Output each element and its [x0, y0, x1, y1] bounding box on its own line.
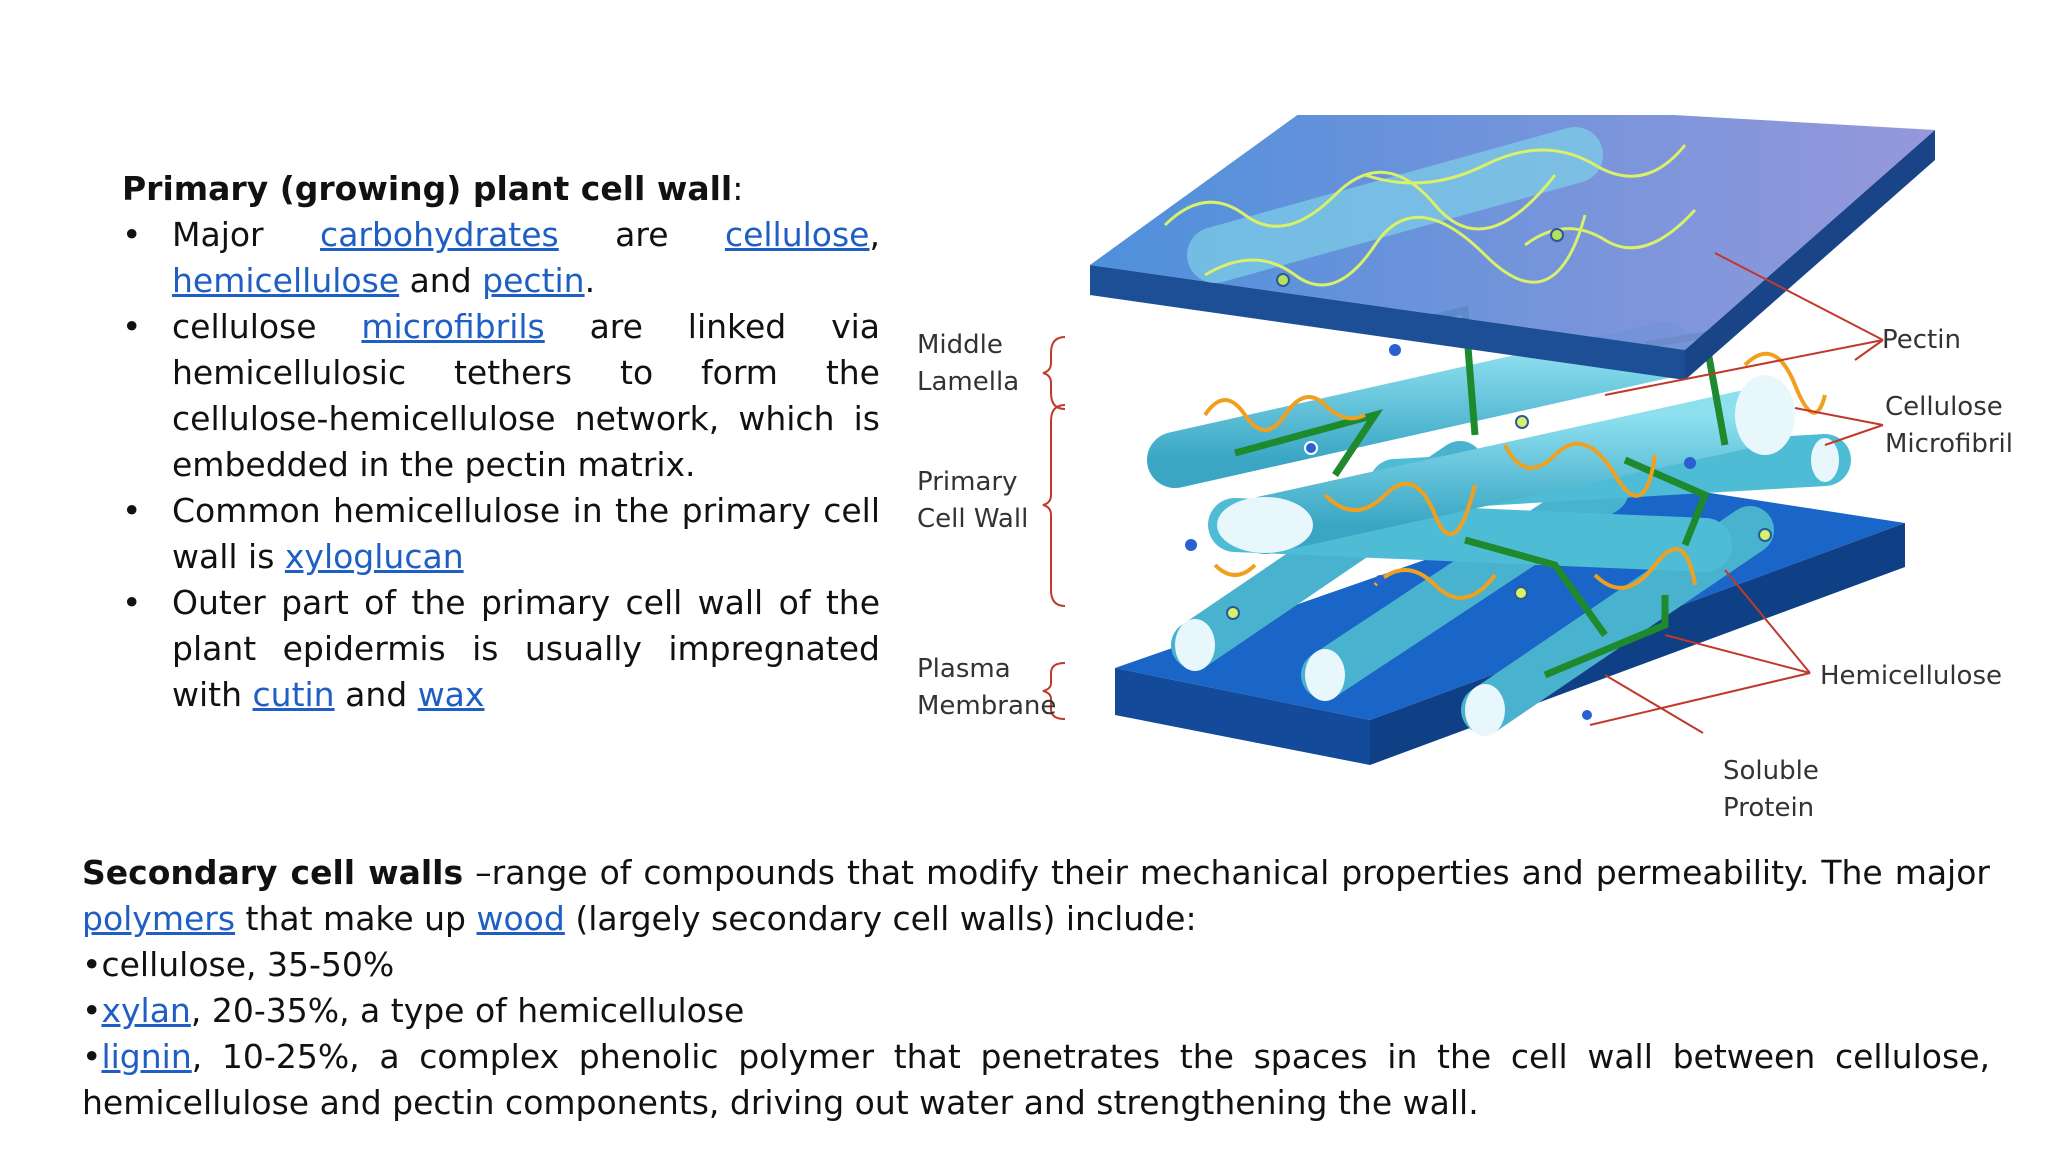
link-cellulose[interactable]: cellulose	[724, 215, 870, 254]
diagram-labels: Middle Lamella Primary Cell Wall Plasma …	[917, 325, 2013, 823]
link-wax[interactable]: wax	[417, 675, 485, 714]
link-cutin[interactable]: cutin	[252, 675, 335, 714]
label-plasma-1: Plasma	[917, 654, 1011, 684]
cell-wall-diagram: Middle Lamella Primary Cell Wall Plasma …	[905, 115, 2020, 835]
label-plasma-2: Membrane	[917, 691, 1056, 721]
label-cellulose-1: Cellulose	[1885, 392, 2003, 422]
link-carbohydrates[interactable]: carbohydrates	[320, 215, 559, 254]
bullet-xyloglucan: •Common hemicellulose in the primary cel…	[122, 491, 880, 576]
item-lignin: •lignin, 10-25%, a complex phenolic poly…	[82, 1037, 1990, 1122]
primary-wall-heading: Primary (growing) plant cell wall:	[122, 169, 744, 208]
label-hemicellulose: Hemicellulose	[1820, 661, 2002, 691]
link-microfibrils[interactable]: microfibrils	[361, 307, 545, 346]
label-middle-1: Middle	[917, 330, 1003, 360]
link-xylan[interactable]: xylan	[101, 991, 191, 1030]
bullet-epidermis: •Outer part of the primary cell wall of …	[122, 583, 880, 714]
link-xyloglucan[interactable]: xyloglucan	[284, 537, 464, 576]
label-cellulose-2: Microfibril	[1885, 429, 2013, 459]
label-primary-1: Primary	[917, 467, 1017, 497]
link-pectin[interactable]: pectin	[482, 261, 585, 300]
soluble-proteins	[1185, 228, 1772, 720]
middle-fibrils	[1147, 322, 1851, 572]
label-pectin: Pectin	[1882, 325, 1961, 355]
link-polymers[interactable]: polymers	[82, 899, 236, 938]
pectin-strands	[1203, 351, 1827, 600]
label-soluble-2: Protein	[1723, 793, 1814, 823]
link-hemicellulose[interactable]: hemicellulose	[172, 261, 400, 300]
bullet-carbohydrates: •Major carbohydrates are cellulose, hemi…	[122, 215, 880, 300]
bullet-microfibrils: •cellulose microfibrils are linked via h…	[122, 307, 880, 484]
primary-wall-section: Primary (growing) plant cell wall: •Majo…	[122, 166, 880, 718]
item-cellulose: •cellulose, 35-50%	[82, 945, 395, 984]
link-lignin[interactable]: lignin	[101, 1037, 192, 1076]
label-middle-2: Lamella	[917, 367, 1019, 397]
secondary-wall-section: Secondary cell walls –range of compounds…	[82, 850, 1990, 1126]
link-wood[interactable]: wood	[476, 899, 565, 938]
cell-wall-illustration: Middle Lamella Primary Cell Wall Plasma …	[917, 115, 2013, 823]
secondary-wall-intro: Secondary cell walls –range of compounds…	[82, 853, 1990, 938]
label-primary-2: Cell Wall	[917, 504, 1028, 534]
middle-lamella-plate	[1090, 115, 1935, 380]
item-xylan: •xylan, 20-35%, a type of hemicellulose	[82, 991, 745, 1030]
label-leaders	[1042, 252, 1884, 734]
label-soluble-1: Soluble	[1723, 756, 1819, 786]
primary-wall-bullets: •Major carbohydrates are cellulose, hemi…	[122, 212, 880, 718]
